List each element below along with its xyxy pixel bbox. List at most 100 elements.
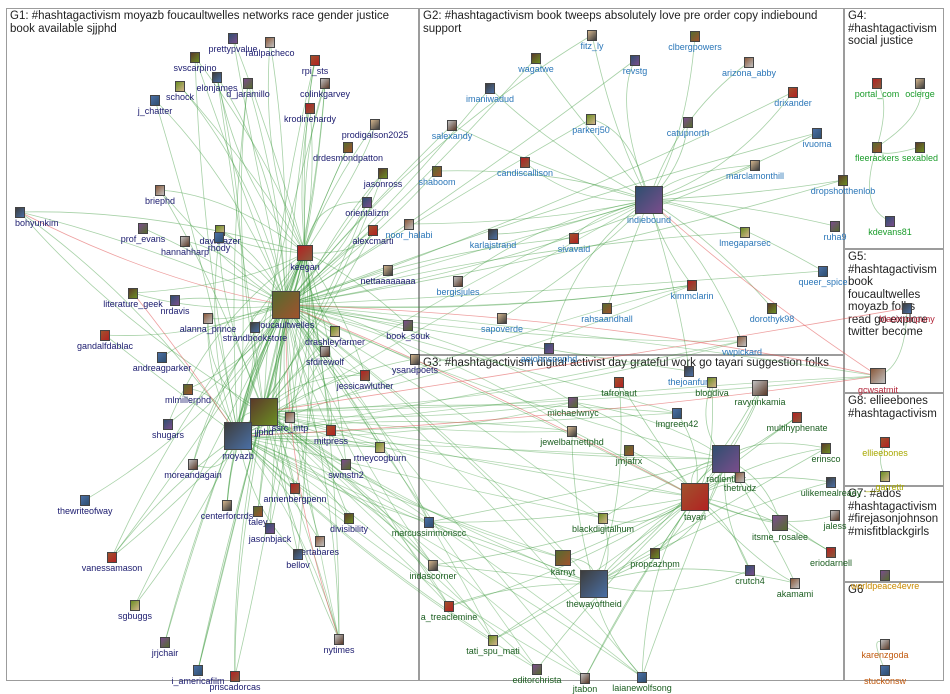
node-label: andreagparker [132,363,192,373]
node-label: orientalizm [345,208,389,218]
avatar [872,78,882,89]
node-label: svscarpino [173,63,217,73]
avatar [635,186,663,214]
avatar [531,53,541,64]
avatar [826,477,836,488]
avatar [880,471,890,482]
node-label: shaboom [418,177,456,187]
avatar [341,459,351,470]
node-label: thejoanfun [667,377,711,387]
avatar [444,601,454,612]
node-label: jasonross [363,179,403,189]
node-label: vwpickard [721,347,763,357]
node-label: nettaaaaaaaa [360,276,416,286]
node-label: rhody [207,243,231,253]
node-label: indascorner [409,571,457,581]
avatar [378,168,388,179]
avatar [788,87,798,98]
avatar [265,37,275,48]
avatar [637,672,647,683]
node-label: alanna_prince [179,324,237,334]
avatar [320,346,330,357]
avatar [80,495,90,506]
avatar [792,412,802,423]
node-label: oclerge [905,89,935,99]
avatar [360,370,370,381]
node-label: nrdavis [160,306,190,316]
node-label: marclamonthill [725,171,785,181]
avatar [821,443,831,454]
node-label: propcazhpm [630,559,680,569]
node-label: sivavaid [557,244,591,254]
avatar [428,560,438,571]
avatar [315,536,325,547]
node-label: elonjames [196,83,238,93]
group-g8-box: G8: ellieebones #hashtagactivism [844,393,944,486]
avatar [568,397,578,408]
avatar [740,227,750,238]
avatar [447,120,457,131]
avatar [193,665,203,676]
group-g7-box: G7: #ados #hashtagactivism #firejasonjoh… [844,486,944,582]
node-label: priscadorcas [209,682,261,692]
avatar [305,103,315,114]
avatar [160,637,170,648]
node-label: drdesmondpatton [312,153,384,163]
avatar [812,128,822,139]
node-label: sexabled [901,153,939,163]
avatar [272,291,300,319]
avatar [15,207,25,218]
node-label: book_souk [386,331,430,341]
avatar [203,313,213,324]
avatar [253,506,263,517]
node-label: jtabon [572,684,598,694]
node-label: salexandy [431,131,473,141]
node-label: a_treaclemine [420,612,478,622]
avatar [228,33,238,44]
node-label: queer_spice [798,277,848,287]
avatar [243,78,253,89]
avatar [250,398,278,426]
node-label: divisibility [329,524,369,534]
avatar [265,523,275,534]
avatar [190,52,200,63]
node-label: prodigalson2025 [341,130,409,140]
avatar [880,570,890,581]
node-label: dropshotthenlob [810,186,876,196]
node-label: d_jaramillo [226,89,270,99]
group-g6-title: G6 [848,584,864,596]
node-label: moreandagain [164,470,222,480]
avatar [320,78,330,89]
node-label: gandalfdablac [76,341,134,351]
avatar [690,31,700,42]
avatar [230,671,240,682]
avatar [170,295,180,306]
node-label: eriodarnell [809,558,853,568]
group-g1-title: G1: #hashtagactivism moyazb foucaultwell… [10,10,390,35]
node-label: ruha9 [823,232,847,242]
node-label: shugars [151,430,185,440]
avatar [735,472,745,483]
node-label: thewriteofway [57,506,113,516]
node-label: karlajstrand [469,240,517,250]
node-label: kdevans81 [868,227,912,237]
group-g2-title: G2: #hashtagactivism book tweeps absolut… [423,10,818,35]
avatar [224,422,252,450]
node-label: noor_halabi [385,230,433,240]
avatar [130,600,140,611]
avatar [707,377,717,388]
node-label: imaniwadud [465,94,515,104]
avatar [744,57,754,68]
node-label: bellov [286,560,310,570]
avatar [326,425,336,436]
node-label: jrjchair [151,648,179,658]
avatar [587,30,597,41]
node-label: crutch4 [735,576,765,586]
node-label: akamami [776,589,814,599]
node-label: portal_com [854,89,900,99]
avatar [687,280,697,291]
node-label: wagatwe [518,64,554,74]
node-label: dorothyk98 [749,314,795,324]
node-label: __garrettr [865,482,905,492]
node-label: jewelbarnettphd [540,437,604,447]
